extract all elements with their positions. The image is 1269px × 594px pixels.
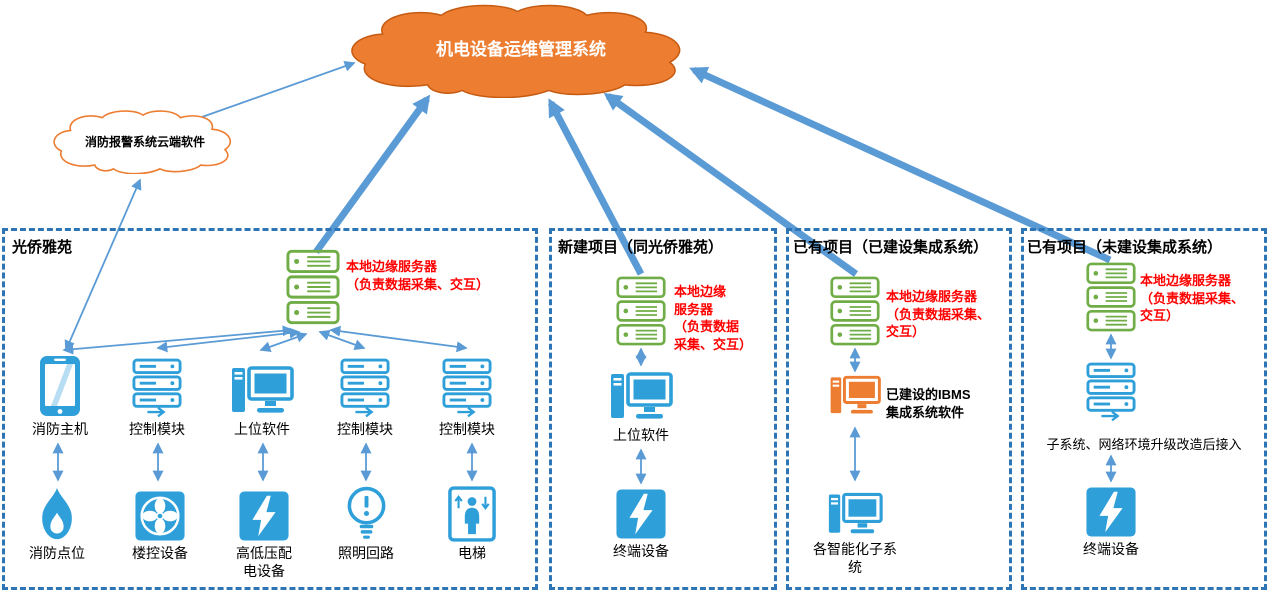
device-control-module-1: 控制模块 (109, 352, 205, 439)
lightning-square-icon (216, 484, 312, 542)
edge-server-note: 本地边缘服务器 （负责数据采集、 交互） (886, 289, 991, 340)
endpoint-hvac: 楼控设备 (112, 484, 208, 563)
bulb-alert-icon (318, 484, 414, 542)
subsystem-rack-icon (1063, 362, 1159, 422)
endpoint-fire-points: 消防点位 (9, 484, 105, 563)
device-label: 消防主机 (32, 421, 88, 437)
endpoint-label: 终端设备 (613, 543, 669, 559)
endpoint-lighting-circuit: 照明回路 (318, 484, 414, 563)
device-host-software: 上位软件 (593, 368, 689, 445)
endpoint-label: 各智能化子系统 (813, 541, 897, 575)
desktop-computer-icon (593, 368, 689, 424)
control-module-rack-icon (109, 352, 205, 418)
lightning-square-icon (1063, 484, 1159, 538)
endpoint-power-distribution: 高低压配电设备 (216, 484, 312, 580)
desktop-computer-icon (807, 488, 903, 538)
device-host-software: 上位软件 (214, 352, 310, 439)
zone4-title: 已有项目（未建设集成系统） (1027, 239, 1223, 256)
endpoint-label: 消防点位 (29, 545, 85, 561)
zone-existing-integrated (786, 228, 1012, 590)
edge-server-icon (286, 248, 340, 331)
arrow-fire-cloud-to-main-cloud (201, 60, 356, 118)
zone-existing-not-integrated (1021, 228, 1267, 590)
control-module-rack-icon (317, 352, 413, 418)
zone-new-project (549, 228, 777, 590)
device-control-module-2: 控制模块 (317, 352, 413, 439)
device-label: 控制模块 (337, 421, 393, 437)
endpoint-label: 照明回路 (338, 545, 394, 561)
endpoint-terminal: 终端设备 (1063, 484, 1159, 559)
ibms-software-note: 已建设的IBMS 集成系统软件 (886, 387, 971, 420)
edge-server-icon (830, 276, 880, 351)
device-label: 控制模块 (129, 421, 185, 437)
fire-cloud-label: 消防报警系统云端软件 (84, 134, 205, 149)
lightning-square-icon (593, 486, 689, 540)
desktop-computer-icon (214, 352, 310, 418)
subsystem-rack (1063, 362, 1159, 422)
endpoint-label: 楼控设备 (132, 545, 188, 561)
edge-server-note: 本地边缘服务器 （负责数据采集、 交互） (1140, 273, 1245, 324)
device-control-module-3: 控制模块 (419, 352, 515, 439)
elevator-icon (424, 484, 520, 542)
endpoint-intelligent-subsystems: 各智能化子系统 (807, 488, 903, 576)
endpoint-terminal: 终端设备 (593, 486, 689, 561)
main-cloud: 机电设备运维管理系统 (348, 4, 694, 98)
control-module-rack-icon (419, 352, 515, 418)
endpoint-label: 终端设备 (1083, 541, 1139, 557)
zone1-title: 光侨雅苑 (12, 239, 73, 256)
edge-server-note: 本地边缘服务器 （负责数据采集、交互） (346, 259, 490, 292)
edge-server-icon (616, 276, 666, 351)
fire-cloud: 消防报警系统云端软件 (52, 110, 238, 174)
zone2-title: 新建项目（同光侨雅苑） (558, 239, 724, 256)
zone-guangqiao-yayuan (2, 228, 538, 590)
cloud-shape (348, 4, 694, 98)
device-fire-host: 消防主机 (12, 352, 108, 439)
zone3-title: 已有项目（已建设集成系统） (793, 239, 989, 256)
main-cloud-label: 机电设备运维管理系统 (436, 39, 606, 59)
flame-icon (9, 484, 105, 542)
edge-server-note: 本地边缘 服务器 （负责数据 采集、交互） (674, 284, 753, 352)
fan-icon (112, 484, 208, 542)
cloud-shape (52, 110, 238, 174)
upgrade-access-note: 子系统、网络环境升级改造后接入 (1046, 437, 1242, 452)
ibms-computer-icon (829, 374, 881, 423)
edge-server-icon (1086, 262, 1136, 337)
device-label: 控制模块 (439, 421, 495, 437)
endpoint-elevator: 电梯 (424, 484, 520, 563)
fire-host-panel-icon (12, 352, 108, 418)
device-label: 上位软件 (234, 421, 290, 437)
device-label: 上位软件 (613, 427, 669, 443)
endpoint-label: 高低压配电设备 (236, 545, 292, 579)
endpoint-label: 电梯 (458, 545, 486, 561)
